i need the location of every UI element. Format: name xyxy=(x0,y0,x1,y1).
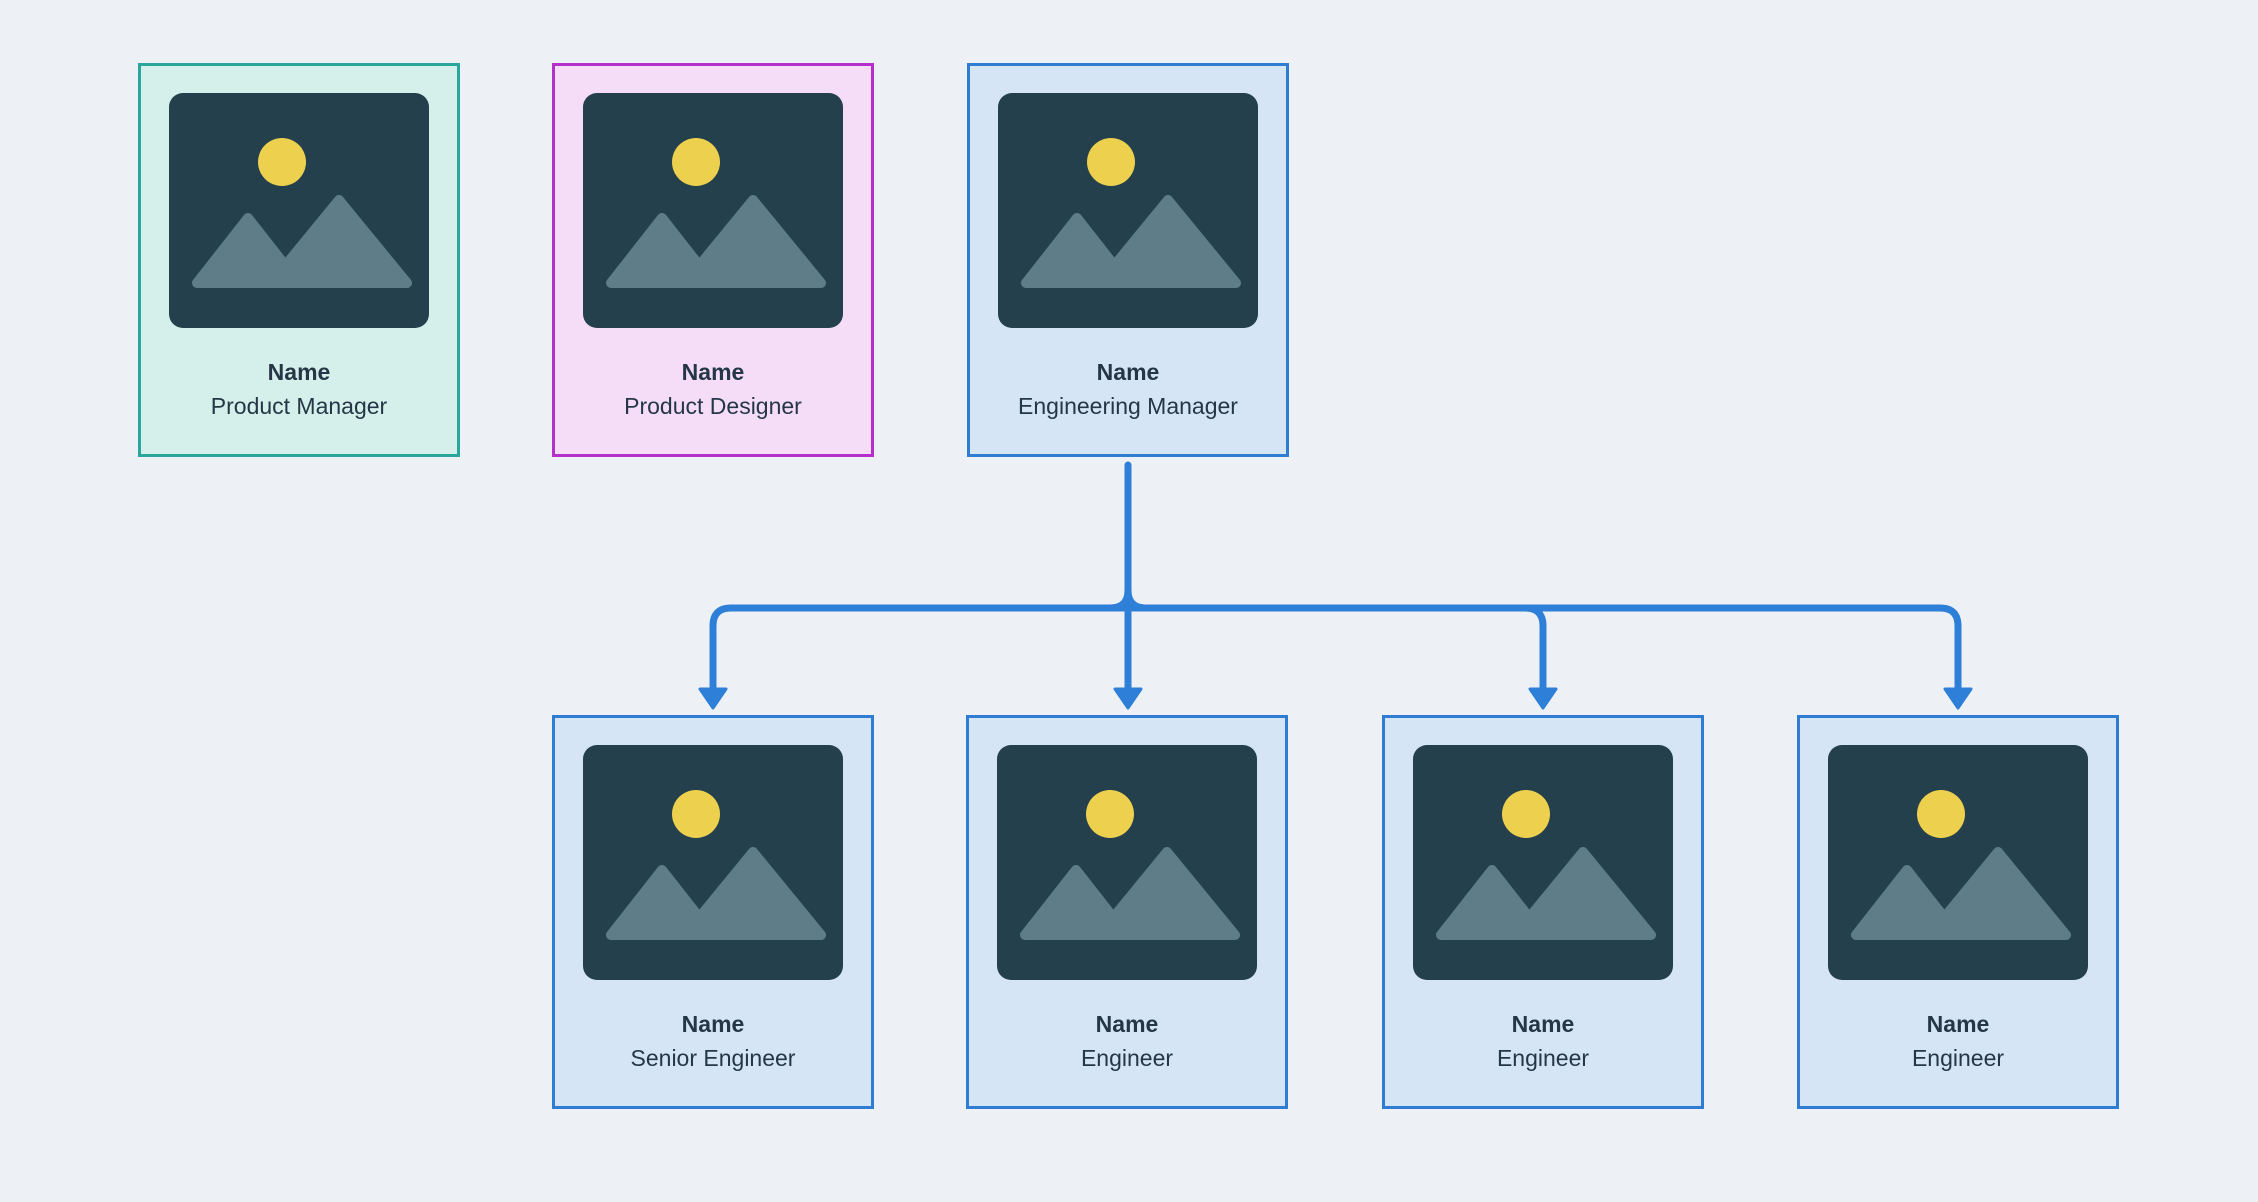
person-role: Senior Engineer xyxy=(630,1045,796,1071)
arrowhead-child3 xyxy=(1528,687,1558,710)
connector-junction-fillet-right xyxy=(1124,586,1150,612)
arrowhead-child4 xyxy=(1943,687,1973,710)
person-name: Name xyxy=(1926,1011,1990,1037)
connector-rail xyxy=(709,604,1962,695)
person-name: Name xyxy=(1096,359,1160,385)
image-placeholder-icon xyxy=(1828,745,2088,980)
connector-junction-fillet-left xyxy=(1106,586,1132,612)
person-name: Name xyxy=(1511,1011,1575,1037)
card-engineer-3[interactable]: Name Engineer xyxy=(1797,715,2119,1109)
image-placeholder-icon xyxy=(997,745,1257,980)
person-name: Name xyxy=(681,359,745,385)
arrowhead-child1 xyxy=(698,687,728,710)
card-engineer-2[interactable]: Name Engineer xyxy=(1382,715,1704,1109)
person-role: Product Designer xyxy=(624,393,802,419)
arrowhead-child2 xyxy=(1113,687,1143,710)
image-placeholder-icon xyxy=(169,93,429,328)
person-role: Engineer xyxy=(1911,1045,2005,1071)
person-name: Name xyxy=(267,359,331,385)
card-engineering-manager[interactable]: Name Engineering Manager xyxy=(967,63,1289,457)
card-engineer-1[interactable]: Name Engineer xyxy=(966,715,1288,1109)
image-placeholder-icon xyxy=(583,745,843,980)
image-placeholder-icon xyxy=(1413,745,1673,980)
person-name: Name xyxy=(1095,1011,1159,1037)
person-role: Engineer xyxy=(1496,1045,1590,1071)
person-role: Product Manager xyxy=(210,393,388,419)
card-product-designer[interactable]: Name Product Designer xyxy=(552,63,874,457)
connector-drop-child3 xyxy=(1521,604,1547,695)
card-senior-engineer[interactable]: Name Senior Engineer xyxy=(552,715,874,1109)
image-placeholder-icon xyxy=(583,93,843,328)
card-product-manager[interactable]: Name Product Manager xyxy=(138,63,460,457)
person-role: Engineer xyxy=(1080,1045,1174,1071)
image-placeholder-icon xyxy=(998,93,1258,328)
person-name: Name xyxy=(681,1011,745,1037)
person-role: Engineering Manager xyxy=(1018,393,1238,419)
